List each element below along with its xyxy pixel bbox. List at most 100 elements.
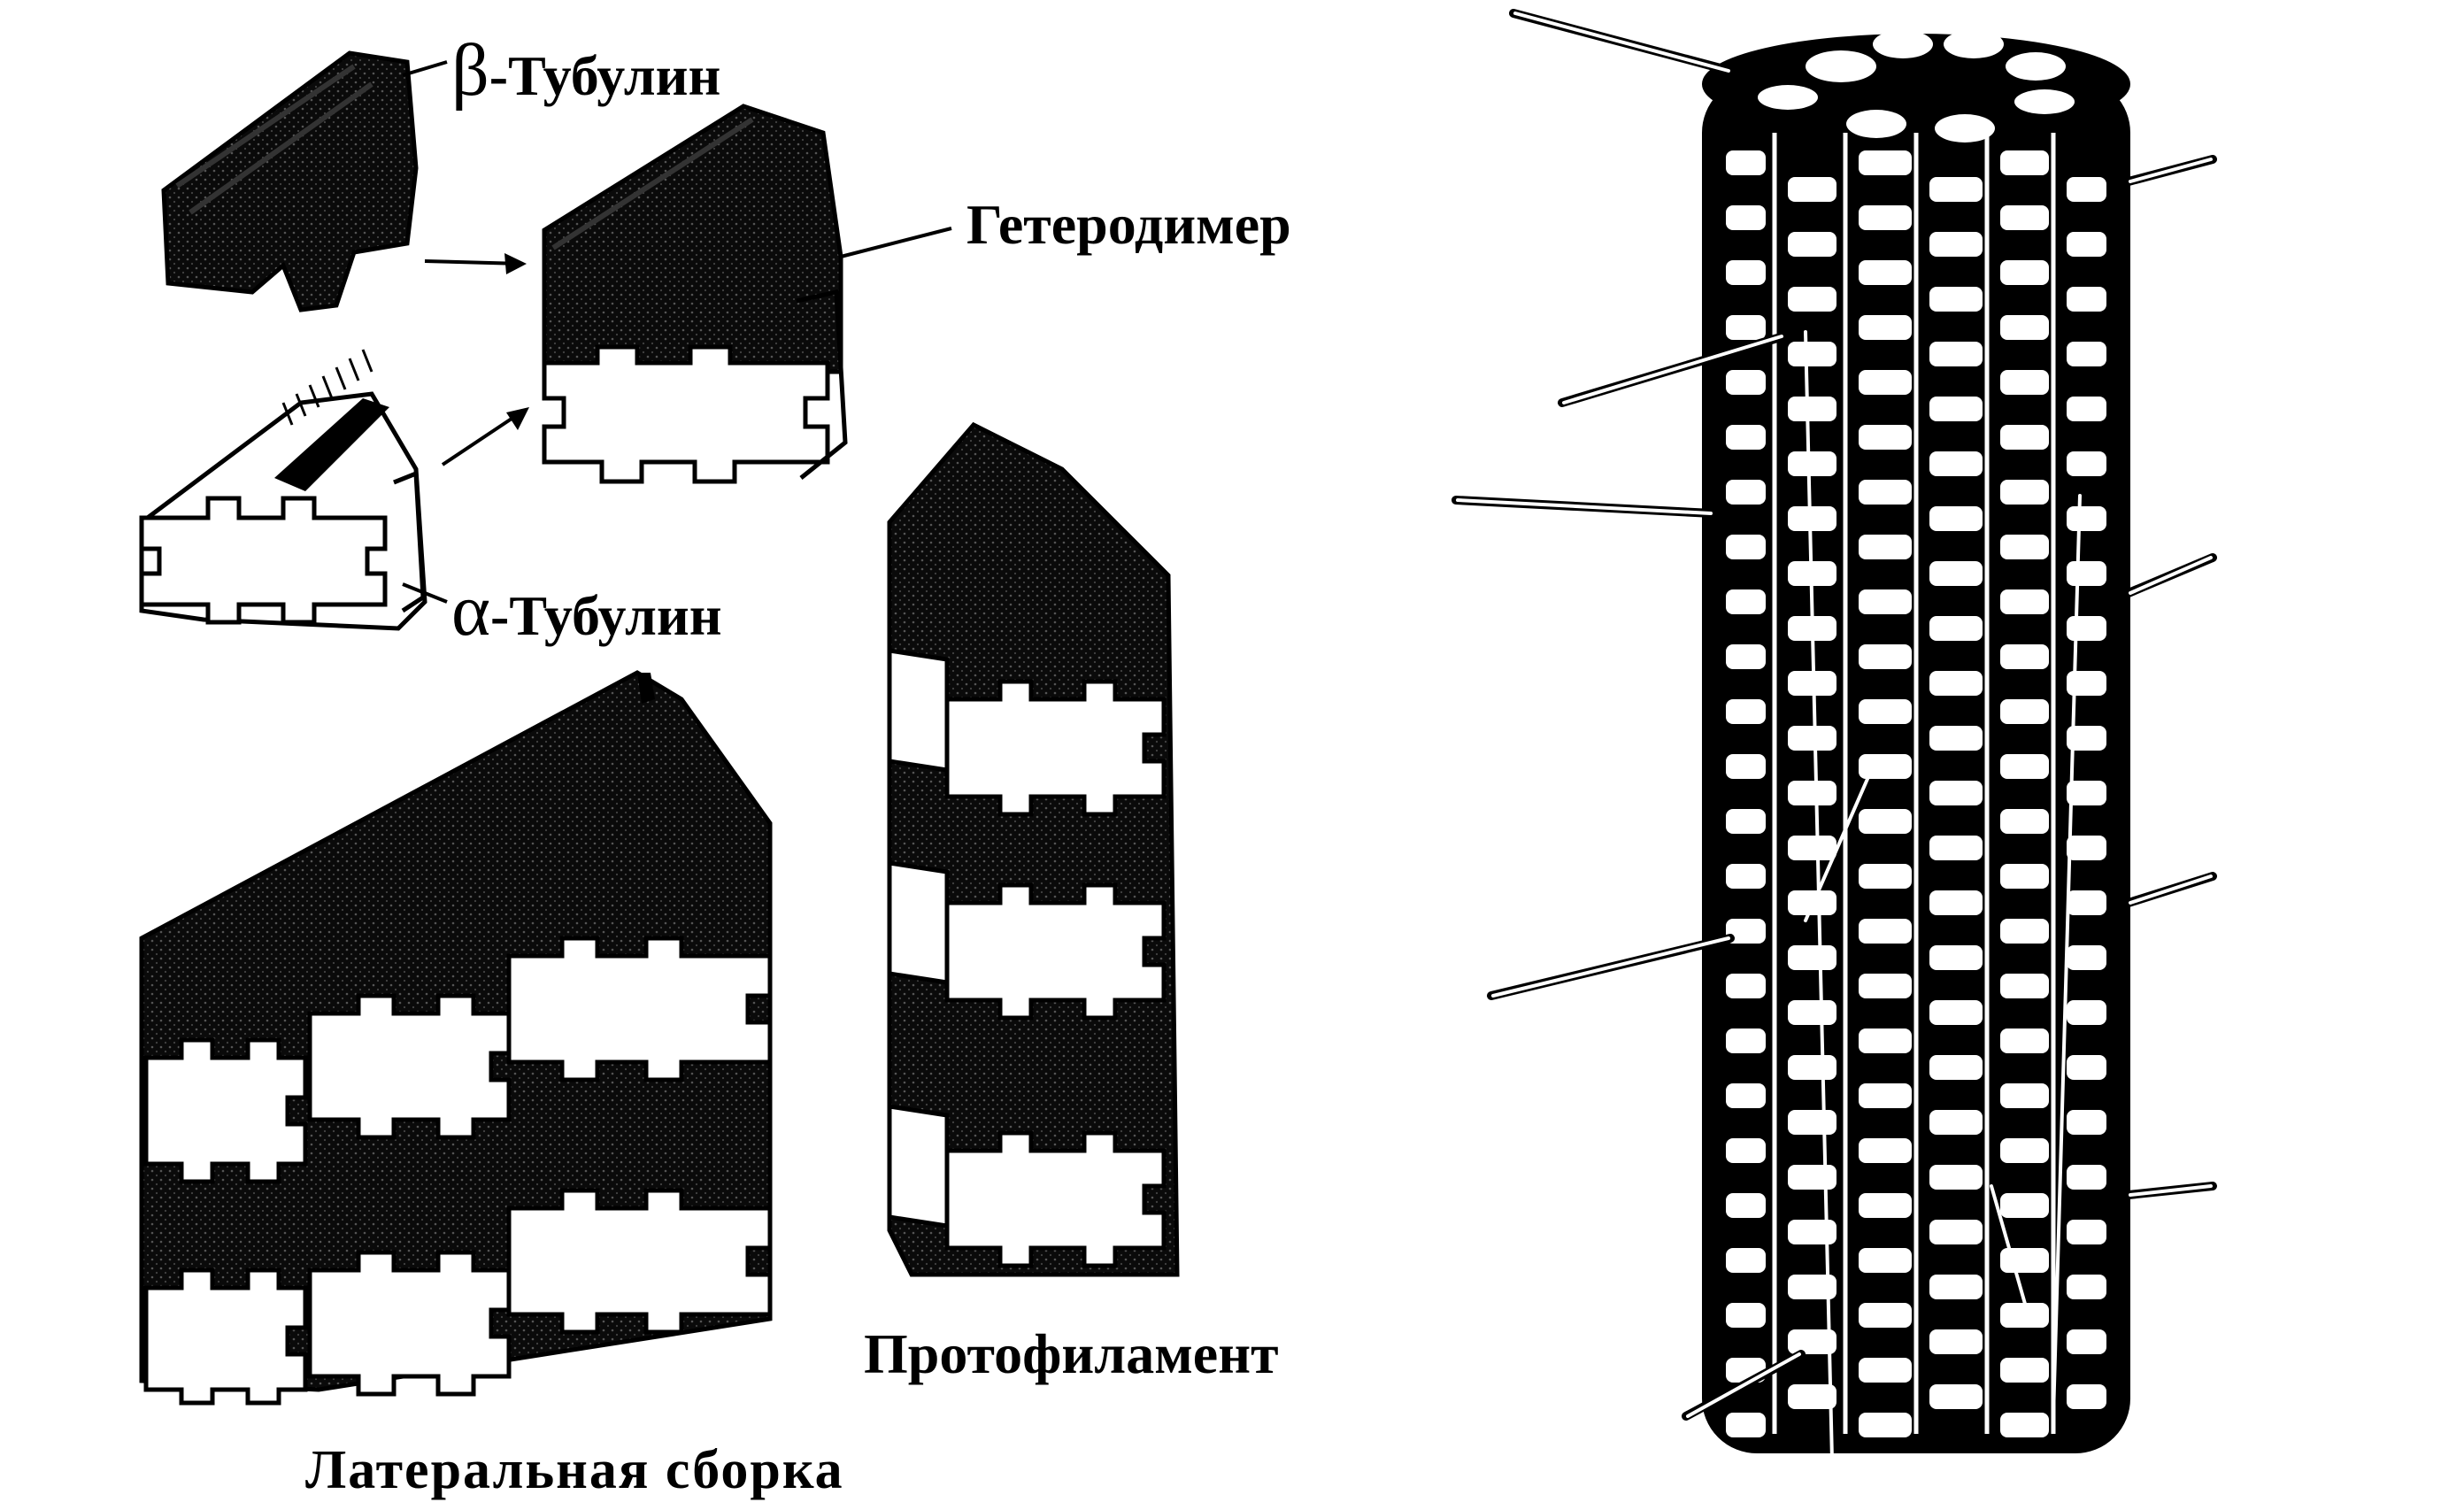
microtubule-subunit [1788,506,1836,531]
microtubule-subunit [2000,589,2049,614]
microtubule-subunit [1859,480,1912,505]
microtubule-subunit [1859,919,1912,944]
microtubule-subunit [1929,1384,1983,1409]
microtubule-subunit [2067,781,2106,805]
microtubule-subunit [1929,616,1983,641]
microtubule-subunit [1929,1329,1983,1354]
microtubule-subunit [1788,1165,1836,1190]
microtubule-subunit [1859,315,1912,340]
microtubule-subunit [1726,1083,1766,1108]
microtubule-subunit [1726,1028,1766,1053]
microtubule-subunit [1859,974,1912,998]
protofilament-alpha-subunit [887,648,1167,817]
microtubule-subunit [1929,177,1983,202]
microtubule-subunit [1726,1138,1766,1163]
microtubule-subunit [1929,726,1983,751]
microtubule-subunit [1726,644,1766,669]
microtubule-subunit [1788,945,1836,970]
alpha-symbol: α [451,569,491,651]
heterodimer-label-leader [840,227,952,258]
microtubule-subunit [2000,535,2049,559]
protofilament-alpha-subunit [887,860,1167,1021]
microtubule-subunit [1726,535,1766,559]
microtubule-subunit [2000,205,2049,230]
microtubule-subunit [1929,1275,1983,1299]
microtubule-subunit [1726,315,1766,340]
microtubule-subunit [1859,754,1912,779]
microtubule-subunit [2067,342,2106,366]
microtubule-subunit [1859,1138,1912,1163]
beta-label-leader [402,60,448,77]
microtubule-subunit [1929,451,1983,476]
microtubule-subunit [1726,480,1766,505]
protofilament-alpha-subunit [887,1104,1167,1268]
microtubule-subunit [1859,260,1912,285]
microtubule-subunit [1726,425,1766,450]
microtubule-subunit [1788,1000,1836,1025]
microtubule-subunit [1929,671,1983,696]
microtubule-subunit [2000,754,2049,779]
microtubule-subunit [2067,506,2106,531]
microtubule-subunit [1726,974,1766,998]
microtubule-subunit [2067,1110,2106,1135]
microtubule-subunit [2000,425,2049,450]
beta-symbol: β [451,29,489,112]
microtubule-subunit [1726,589,1766,614]
alpha-tubulin-monomer [139,349,427,631]
microtubule-subunit [2067,945,2106,970]
microtubule-subunit [2000,864,2049,889]
microtubule-cylinder [1451,9,2217,1462]
microtubule-subunit [1726,1303,1766,1328]
microtubule-subunit [1788,342,1836,366]
heterodimer [542,104,848,484]
microtubule-subunit [2000,370,2049,395]
microtubule-subunit [2000,644,2049,669]
protofilament [887,421,1180,1277]
microtubule-subunit [1788,177,1836,202]
microtubule-subunit [2000,974,2049,998]
arrow-alpha-to-dimer [441,407,529,466]
beta-text: -Тубулин [489,44,721,107]
microtubule-subunit [2000,809,2049,834]
microtubule-subunit [2000,480,2049,505]
microtubule-subunit [1788,1329,1836,1354]
microtubule-subunit [2067,397,2106,421]
heterodimer-label: Гетеродимер [966,193,1291,256]
microtubule-subunit [2067,1165,2106,1190]
microtubule-subunit [1788,1384,1836,1409]
microtubule-subunit [1929,836,1983,860]
microtubule-subunit [1726,260,1766,285]
microtubule-subunit [1788,1110,1836,1135]
microtubule-subunit [1788,287,1836,312]
microtubule-subunit [1929,1110,1983,1135]
microtubule-subunit [1726,919,1766,944]
microtubule-subunit [1726,205,1766,230]
microtubule-subunit [2000,1193,2049,1218]
microtubule-subunit [2000,1138,2049,1163]
microtubule-subunit [2067,1329,2106,1354]
microtubule-subunit [2000,1083,2049,1108]
beta-tubulin-monomer [161,50,419,312]
microtubule-subunit [1859,699,1912,724]
microtubule-subunit [1929,1000,1983,1025]
microtubule-subunit [2000,315,2049,340]
microtubule-subunit [1929,232,1983,257]
microtubule-subunit [1929,342,1983,366]
microtubule-subunit [2067,890,2106,915]
microtubule-subunit [1929,1165,1983,1190]
microtubule-subunit [1859,1248,1912,1273]
microtubule-subunit [2067,1384,2106,1409]
microtubule-subunit [1929,1220,1983,1244]
microtubule-subunit [2067,177,2106,202]
arrow-beta-to-dimer [424,253,527,274]
microtubule-subunit [1726,864,1766,889]
microtubule-subunit [2067,561,2106,586]
microtubule-subunit [1788,836,1836,860]
microtubule-subunit [1929,945,1983,970]
microtubule-subunit [2067,616,2106,641]
microtubule-subunit [1859,535,1912,559]
microtubule-subunit [1859,1028,1912,1053]
beta-tubulin-label: β-Тубулин [451,34,720,108]
microtubule-subunit [2000,699,2049,724]
microtubule-subunit [1726,1193,1766,1218]
